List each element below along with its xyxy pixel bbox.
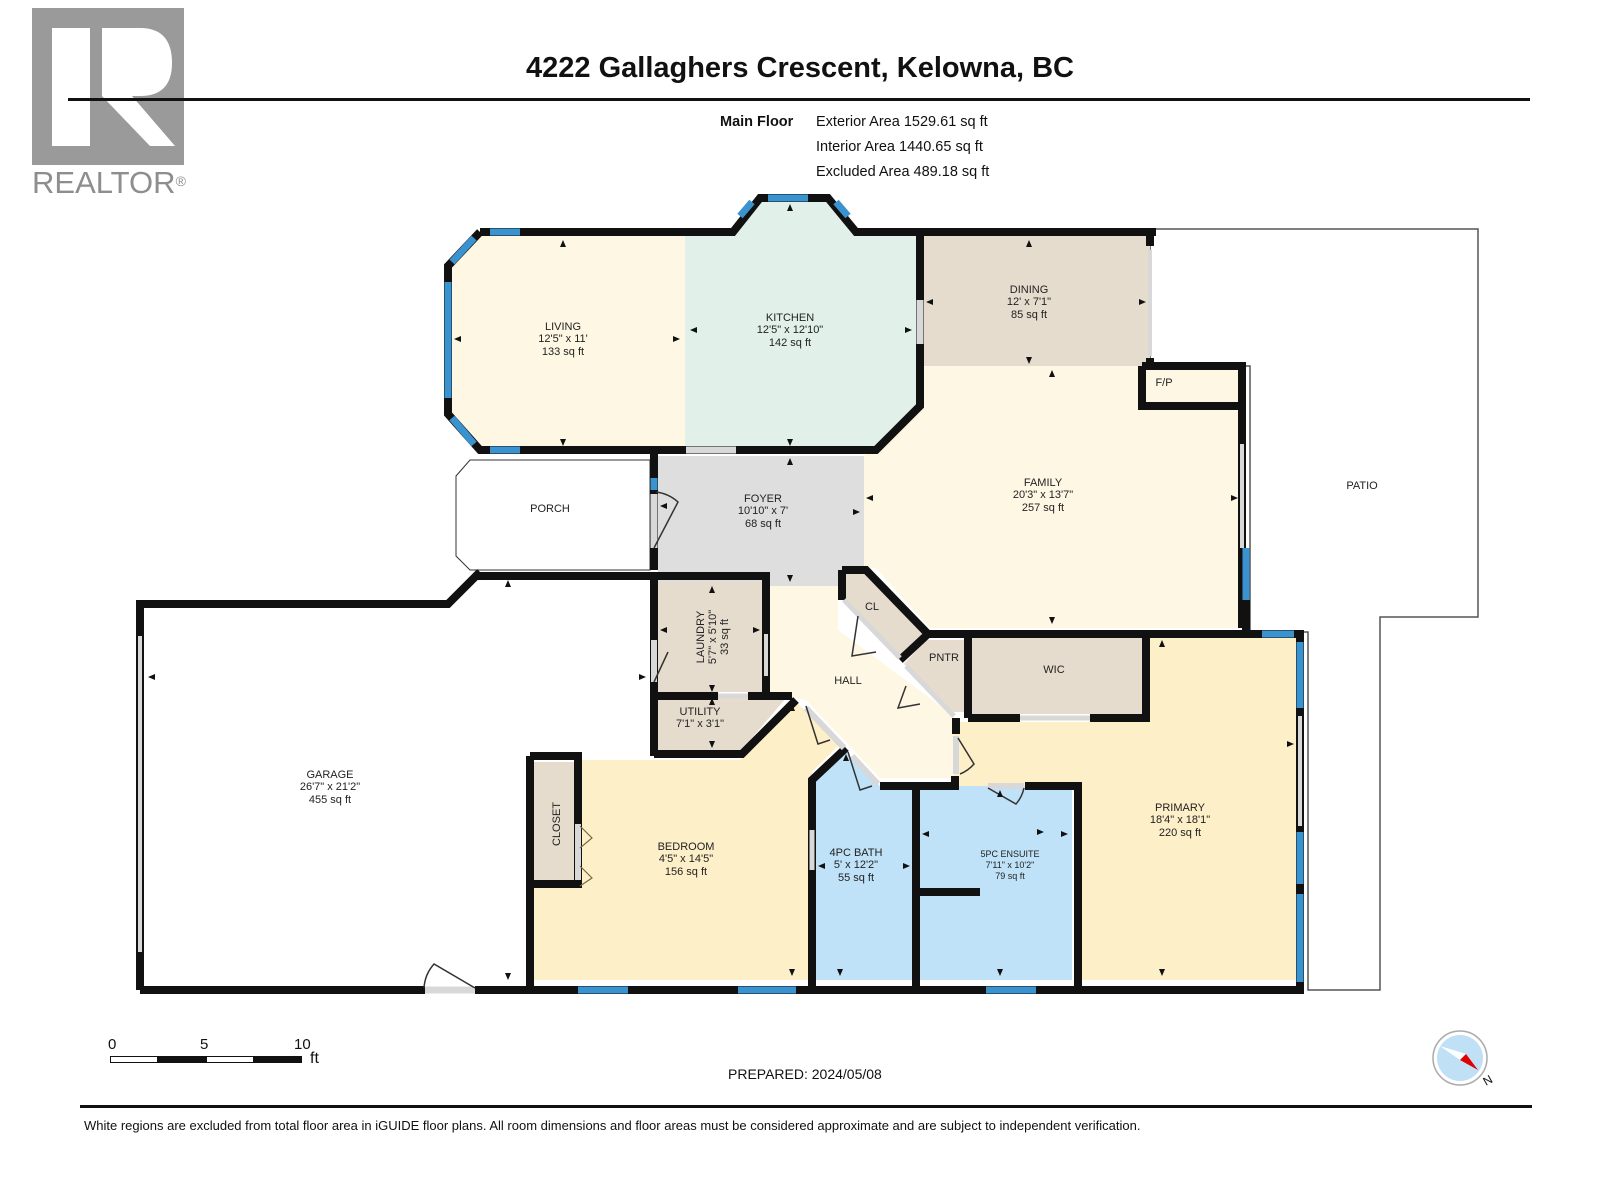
ensuite-area-text: 79 sq ft [995, 871, 1025, 881]
utility-label: UTILITY [680, 706, 722, 718]
page-title: 4222 Gallaghers Crescent, Kelowna, BC [526, 52, 1074, 84]
dining-area [922, 236, 1150, 366]
primary-dims: 18'4" x 18'1" [1150, 814, 1210, 826]
hall-label: HALL [834, 675, 862, 687]
bath4-area-text: 55 sq ft [838, 872, 874, 884]
pantry-area [904, 640, 966, 712]
closet-cl-area [842, 574, 924, 658]
kitchen-dims: 12'5" x 12'10" [757, 324, 824, 336]
scale-tick-10: 10 [294, 1036, 311, 1053]
living-dims: 12'5" x 11' [538, 333, 588, 345]
dining-area-text: 85 sq ft [1011, 309, 1047, 321]
family-area [864, 366, 1246, 628]
living-area [448, 236, 685, 450]
ensuite-area [918, 786, 1072, 980]
dining-dims: 12' x 7'1" [1007, 296, 1051, 308]
porch-area [455, 459, 651, 571]
porch-label: PORCH [530, 503, 570, 515]
realtor-wordmark: REALTOR® [32, 165, 186, 200]
realtor-logo: REALTOR® [32, 8, 200, 199]
laundry-dims: 5'7" x 5'10" [707, 610, 719, 664]
garage-dims: 26'7" x 21'2" [300, 781, 360, 793]
room-fills [144, 200, 1479, 991]
scale-segment [110, 1056, 158, 1063]
foyer-area-text: 68 sq ft [745, 518, 781, 530]
family-dims: 20'3" x 13'7" [1013, 489, 1073, 501]
footer-divider [80, 1105, 1532, 1108]
compass-icon: N [1432, 1030, 1496, 1089]
fireplace-area [1142, 368, 1242, 402]
scale-segment [158, 1056, 206, 1063]
windows [444, 194, 1304, 994]
laundry-area [658, 582, 762, 692]
primary-label: PRIMARY [1155, 802, 1206, 814]
family-label: FAMILY [1024, 477, 1063, 489]
bath4-dims: 5' x 12'2" [834, 859, 878, 871]
scale-segment [206, 1056, 254, 1063]
wic-label: WIC [1043, 664, 1064, 676]
exterior-area: Exterior Area 1529.61 sq ft [816, 114, 988, 130]
laundry-area-text: 33 sq ft [719, 619, 731, 655]
scale-segment [254, 1056, 302, 1063]
interior-area: Interior Area 1440.65 sq ft [816, 139, 983, 155]
dining-label: DINING [1010, 284, 1049, 296]
header-divider [68, 98, 1530, 101]
fp-label: F/P [1155, 377, 1172, 389]
kitchen-area-text: 142 sq ft [769, 337, 811, 349]
garage-label: GARAGE [306, 769, 353, 781]
closet-label: CLOSET [551, 802, 563, 846]
living-area-text: 133 sq ft [542, 346, 584, 358]
bedroom-dims: 4'5" x 14'5" [659, 853, 713, 865]
door-openings [138, 250, 1302, 994]
scale-tick-5: 5 [200, 1036, 209, 1053]
wic-area [972, 637, 1142, 714]
garage-area [144, 576, 650, 984]
kitchen-area [685, 200, 916, 450]
primary-area-text: 220 sq ft [1159, 827, 1201, 839]
bath4-area [816, 752, 912, 980]
kitchen-label: KITCHEN [766, 312, 814, 324]
living-label: LIVING [545, 321, 581, 333]
compass: N [1432, 1030, 1502, 1105]
scale-unit: ft [310, 1050, 319, 1067]
bedroom-area-text: 156 sq ft [665, 866, 707, 878]
disclaimer: White regions are excluded from total fl… [84, 1118, 1141, 1133]
primary-area [954, 637, 1298, 980]
foyer-area [658, 456, 864, 586]
utility-area [658, 698, 786, 752]
foyer-label: FOYER [744, 493, 782, 505]
family-area-text: 257 sq ft [1022, 502, 1064, 514]
cl-label: CL [865, 601, 879, 613]
r-logo-icon [52, 28, 175, 146]
scale-tick-0: 0 [108, 1036, 117, 1053]
hall-area [764, 586, 954, 778]
patio-label: PATIO [1346, 480, 1378, 492]
prepared-date: PREPARED: 2024/05/08 [728, 1066, 882, 1082]
floor-label: Main Floor [720, 114, 794, 130]
utility-dims: 7'1" x 3'1" [676, 718, 724, 730]
pntr-label: PNTR [929, 652, 959, 664]
foyer-dims: 10'10" x 7' [738, 505, 788, 517]
compass-north-label: N [1481, 1072, 1496, 1088]
closet-area [534, 762, 576, 886]
realtor-r-mark [32, 8, 184, 165]
excluded-area: Excluded Area 489.18 sq ft [816, 164, 990, 180]
ensuite-label: 5PC ENSUITE [980, 849, 1039, 859]
laundry-label: LAUNDRY [695, 610, 707, 663]
garage-area-text: 455 sq ft [309, 794, 351, 806]
bedroom-area [532, 702, 840, 980]
ensuite-dims: 7'11" x 10'2" [986, 860, 1035, 870]
bedroom-label: BEDROOM [658, 841, 715, 853]
bath4-label: 4PC BATH [830, 847, 883, 859]
dimension-arrows [148, 204, 1294, 980]
